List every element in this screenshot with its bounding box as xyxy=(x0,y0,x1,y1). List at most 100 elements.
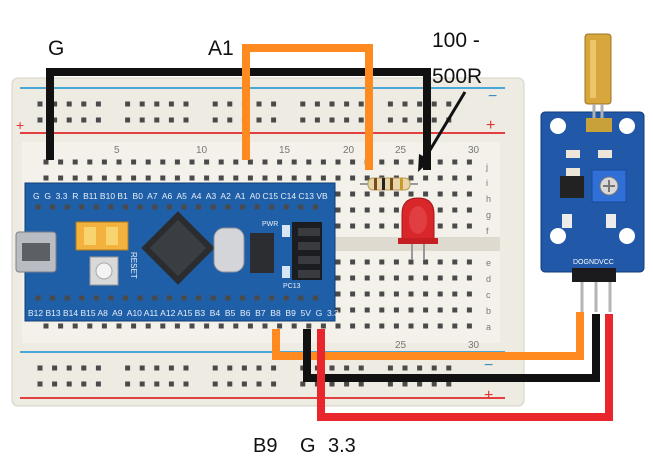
breadboard-hole xyxy=(277,175,283,181)
col-num-5: 5 xyxy=(114,145,120,156)
breadboard-hole xyxy=(437,175,443,181)
breadboard-hole xyxy=(291,175,297,181)
breadboard-hole xyxy=(218,159,224,165)
rail-hole xyxy=(168,117,174,123)
rail-hole xyxy=(417,365,423,371)
stm32-header-pin xyxy=(312,204,318,210)
rail-hole xyxy=(212,117,218,123)
breadboard-hole xyxy=(174,159,180,165)
rail-hole xyxy=(271,381,277,387)
resistor-range-label-top: 100 - xyxy=(432,29,480,52)
stm32-header-pin xyxy=(123,295,129,301)
rail-hole xyxy=(37,117,43,123)
rail-hole xyxy=(344,365,350,371)
breadboard-hole xyxy=(335,159,341,165)
breadboard-hole xyxy=(116,159,122,165)
breadboard-hole xyxy=(291,159,297,165)
breadboard-hole xyxy=(437,275,443,281)
breadboard-hole xyxy=(364,307,370,313)
breadboard-hole xyxy=(233,323,239,329)
breadboard-hole xyxy=(379,291,385,297)
breadboard-hole xyxy=(364,191,370,197)
stm32-header-pin xyxy=(181,204,187,210)
rail-hole xyxy=(183,101,189,107)
stm32-header-pin xyxy=(254,204,260,210)
breadboard-hole xyxy=(43,159,49,165)
breadboard-hole xyxy=(452,307,458,313)
stm32-header-pin xyxy=(210,204,216,210)
breadboard-hole xyxy=(350,159,356,165)
stm32-header-pin xyxy=(283,204,289,210)
breadboard-hole xyxy=(393,191,399,197)
stm32-header-pin xyxy=(64,204,70,210)
breadboard-hole xyxy=(350,275,356,281)
v33-pin-label: 3.3 xyxy=(328,435,356,457)
rail-hole xyxy=(37,365,43,371)
breadboard-hole xyxy=(452,191,458,197)
breadboard-hole xyxy=(58,175,64,181)
ground-label: G xyxy=(48,37,65,60)
rail-hole xyxy=(358,381,364,387)
boot-jumpers xyxy=(75,221,129,251)
breadboard-hole xyxy=(379,207,385,213)
breadboard-hole xyxy=(379,223,385,229)
breadboard-hole xyxy=(466,159,472,165)
rail-hole xyxy=(387,381,393,387)
breadboard-hole xyxy=(437,323,443,329)
sensor-pins-label: DOGNDVCC xyxy=(573,259,614,266)
stm32-header-pin xyxy=(152,204,158,210)
breadboard-hole xyxy=(423,191,429,197)
rail-hole xyxy=(183,365,189,371)
row-letter-e: e xyxy=(486,258,491,268)
breadboard-hole xyxy=(452,291,458,297)
breadboard-hole xyxy=(408,307,414,313)
stm32-header-pin xyxy=(269,295,275,301)
rail-hole xyxy=(446,365,452,371)
breadboard-hole xyxy=(189,323,195,329)
stm32-bottom-header xyxy=(35,295,318,301)
row-letter-d: d xyxy=(486,274,491,284)
breadboard-hole xyxy=(364,259,370,265)
ground-wire-top xyxy=(46,68,431,170)
breadboard-hole xyxy=(72,323,78,329)
rail-hole xyxy=(81,101,87,107)
rail-hole xyxy=(344,117,350,123)
rail-hole xyxy=(168,101,174,107)
stm32-board: G G 3.3 R B11 B10 B1 B0 A7 A6 A5 A4 A3 A… xyxy=(15,182,339,322)
rail-hole xyxy=(431,381,437,387)
breadboard-hole xyxy=(72,175,78,181)
breadboard-hole xyxy=(320,323,326,329)
breadboard-hole xyxy=(350,323,356,329)
stm32-header-pin xyxy=(210,295,216,301)
rail-hole xyxy=(344,101,350,107)
breadboard-hole xyxy=(350,259,356,265)
column-numbers-bottom: 25 30 xyxy=(395,340,480,351)
breadboard-hole xyxy=(174,175,180,181)
rail-hole xyxy=(446,101,452,107)
rail-hole xyxy=(212,101,218,107)
rail-hole xyxy=(227,381,233,387)
col-num-30: 30 xyxy=(468,145,480,156)
col-num-bottom-25: 25 xyxy=(395,340,407,351)
rail-hole xyxy=(387,101,393,107)
col-num-15: 15 xyxy=(279,145,291,156)
rail-hole xyxy=(52,365,58,371)
breadboard-hole xyxy=(452,159,458,165)
rail-hole xyxy=(431,117,437,123)
breadboard-hole xyxy=(466,223,472,229)
breadboard-hole xyxy=(58,159,64,165)
breadboard-hole xyxy=(335,323,341,329)
rail-plus-top: + xyxy=(486,117,495,134)
breadboard-hole xyxy=(437,307,443,313)
breadboard-hole xyxy=(335,175,341,181)
stm32-header-pin xyxy=(93,295,99,301)
b9-pin-label: B9 xyxy=(253,435,278,457)
stm32-header-pin xyxy=(79,295,85,301)
breadboard-hole xyxy=(247,323,253,329)
breadboard-hole xyxy=(160,323,166,329)
rail-hole xyxy=(300,365,306,371)
reset-label: RESET xyxy=(129,252,138,279)
rail-hole xyxy=(271,117,277,123)
breadboard-hole xyxy=(350,307,356,313)
